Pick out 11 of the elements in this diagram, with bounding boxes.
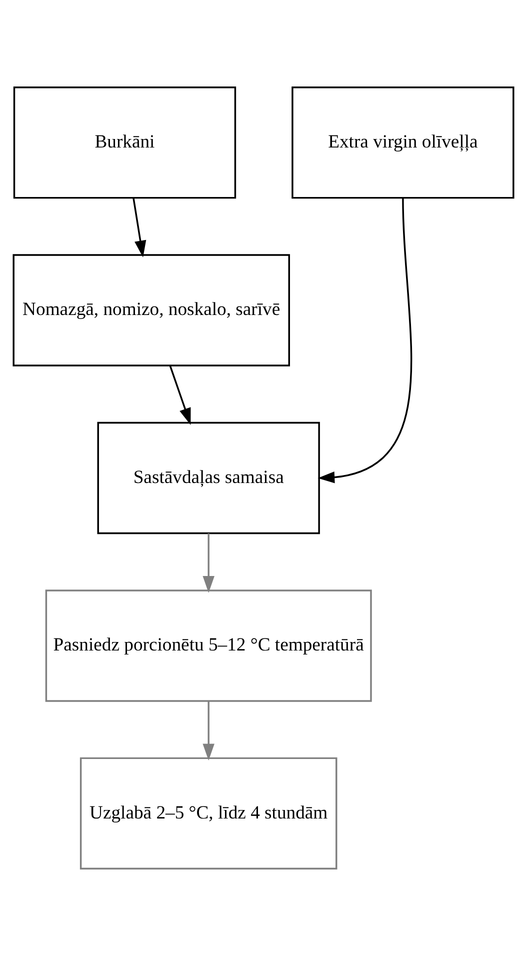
arrow bbox=[318, 197, 412, 483]
node-box: Nomazgā, nomizo, noskalo, sarīvē bbox=[12, 254, 290, 366]
node-box: Uzglabā 2–5 °C, līdz 4 stundām bbox=[80, 756, 338, 870]
arrow bbox=[132, 197, 146, 257]
arrow bbox=[202, 700, 214, 760]
node-box: Sastāvdaļas samaisa bbox=[97, 421, 320, 534]
node-box: Burkāni bbox=[13, 86, 236, 198]
arrow bbox=[169, 364, 191, 424]
arrow bbox=[202, 532, 214, 592]
node-box: Pasniedz porcionētu 5–12 °C temperatūrā bbox=[45, 589, 372, 702]
node-box: Extra virgin olīveļļa bbox=[292, 86, 514, 198]
